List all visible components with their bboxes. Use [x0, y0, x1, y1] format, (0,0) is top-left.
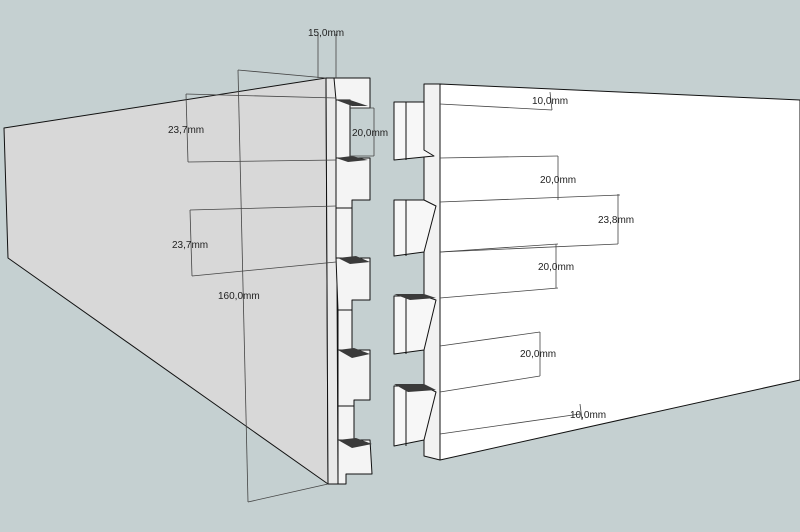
label-tail-spacing-upper: 23,7mm: [168, 125, 204, 136]
label-board-height: 160,0mm: [218, 291, 260, 302]
dimension-lines: [185, 34, 619, 503]
label-board-thickness: 15,0mm: [308, 28, 344, 39]
dimension-labels: 15,0mm 160,0mm 23,7mm 23,7mm 20,0mm 10,0…: [168, 28, 634, 421]
tails-board: [3, 77, 373, 485]
pins-board: [393, 83, 800, 461]
label-pin-gap-2: 20,0mm: [538, 262, 574, 273]
label-tail-spacing-lower: 23,7mm: [172, 240, 208, 251]
label-end-pin-bottom: 10,0mm: [570, 410, 606, 421]
pin-recess-shadows: [394, 294, 436, 392]
pins-face-lines: [439, 155, 621, 435]
label-pin-gap-3: 20,0mm: [520, 349, 556, 360]
label-end-pin-top: 10,0mm: [532, 96, 568, 107]
pins: [393, 101, 437, 447]
label-pin-span: 23,8mm: [598, 215, 634, 226]
label-pin-gap-1: 20,0mm: [540, 175, 576, 186]
tails-board-side-face: [3, 77, 329, 485]
pins-board-face: [439, 83, 800, 461]
tail-recess-shadows: [336, 100, 372, 448]
label-tail-gap: 20,0mm: [352, 128, 388, 139]
